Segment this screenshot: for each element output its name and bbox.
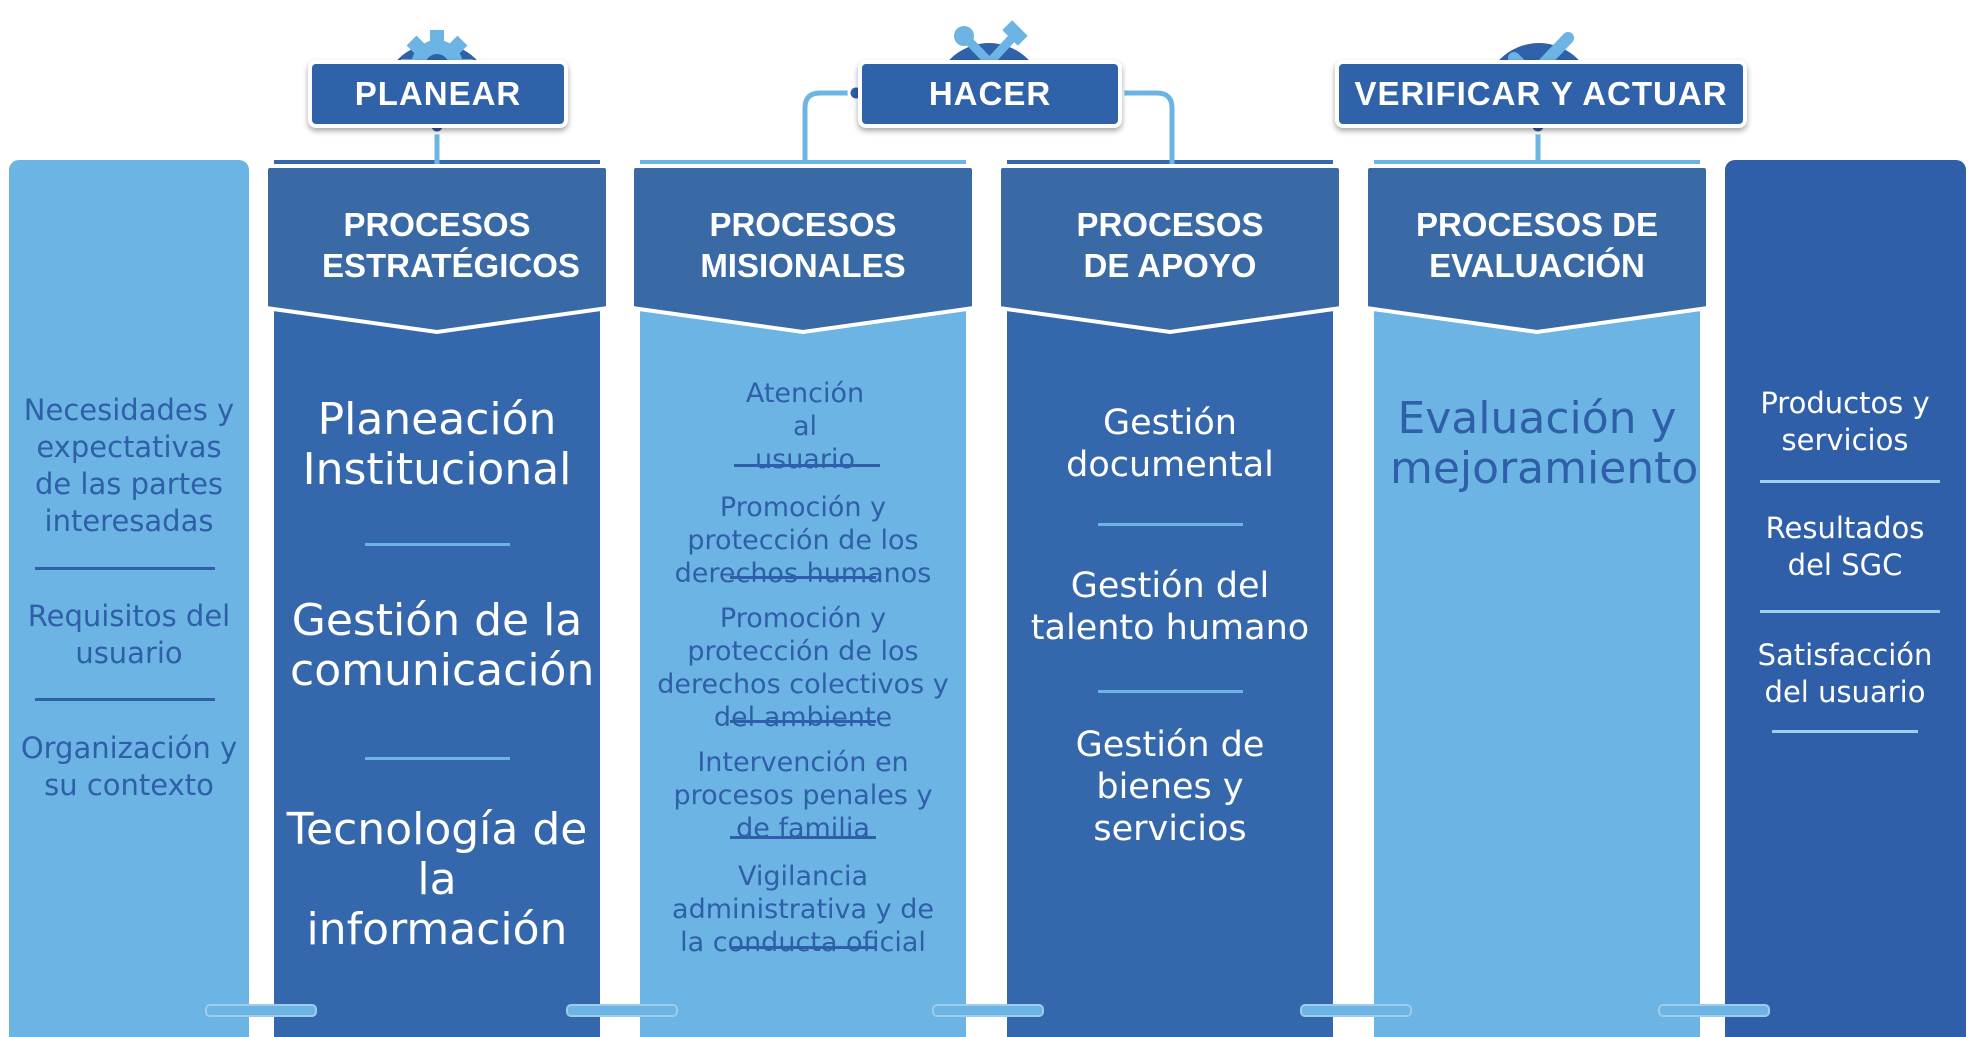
header-evaluacion: PROCESOS DE EVALUACIÓN bbox=[1362, 162, 1712, 338]
divider bbox=[365, 757, 510, 760]
output-item: Resultados del SGC bbox=[1765, 511, 1925, 582]
process-item: Planeación Institucional bbox=[302, 394, 572, 495]
process-item: Gestión documental bbox=[1066, 403, 1274, 485]
process-item: Promoción y protección de los derechos h… bbox=[674, 492, 932, 589]
divider bbox=[35, 698, 215, 701]
process-item: Tecnología de la información bbox=[286, 804, 588, 955]
bottom-connector bbox=[566, 1004, 678, 1017]
header-misionales: PROCESOS MISIONALES bbox=[628, 162, 978, 338]
bottom-connector bbox=[1658, 1004, 1770, 1017]
divider bbox=[734, 464, 880, 467]
process-item: Gestión del talento humano bbox=[1030, 566, 1310, 648]
divider bbox=[730, 576, 876, 579]
input-item: Necesidades y expectativas de las partes… bbox=[23, 393, 235, 538]
output-item: Satisfacción del usuario bbox=[1757, 638, 1933, 709]
input-item: Requisitos del usuario bbox=[27, 599, 231, 670]
process-item: Gestión de la comunicación bbox=[290, 595, 595, 696]
phase-verificar: VERIFICAR Y ACTUAR bbox=[1335, 60, 1747, 128]
process-item: Gestión de bienes y servicios bbox=[1075, 725, 1265, 849]
divider bbox=[1098, 690, 1243, 693]
divider bbox=[35, 567, 215, 570]
output-item: Productos y servicios bbox=[1760, 386, 1930, 457]
header-estrategicos-title: PROCESOS ESTRATÉGICOS bbox=[322, 206, 580, 284]
process-item: Intervención en procesos penales y de fa… bbox=[673, 747, 933, 844]
bottom-connector bbox=[205, 1004, 317, 1017]
outputs-column bbox=[1725, 160, 1966, 1037]
bottom-connector bbox=[932, 1004, 1044, 1017]
process-item: Vigilancia administrativa y de la conduc… bbox=[672, 861, 934, 958]
divider bbox=[1772, 730, 1918, 733]
header-estrategicos: PROCESOS ESTRATÉGICOS bbox=[262, 162, 612, 338]
header-apoyo-title: PROCESOS DE APOYO bbox=[1076, 206, 1264, 284]
phase-planear: PLANEAR bbox=[308, 60, 568, 128]
divider bbox=[1760, 610, 1940, 613]
divider bbox=[1760, 480, 1940, 483]
divider bbox=[730, 836, 876, 839]
divider bbox=[365, 543, 510, 546]
header-evaluacion-title: PROCESOS DE EVALUACIÓN bbox=[1415, 206, 1659, 284]
header-apoyo: PROCESOS DE APOYO bbox=[995, 162, 1345, 338]
process-item: Atención al usuario bbox=[745, 378, 865, 475]
divider bbox=[730, 720, 876, 723]
process-item: Evaluación y mejoramiento bbox=[1390, 393, 1699, 494]
bottom-connector bbox=[1300, 1004, 1412, 1017]
header-misionales-title: PROCESOS MISIONALES bbox=[700, 206, 906, 284]
divider bbox=[730, 946, 876, 949]
inputs-column bbox=[9, 160, 249, 1037]
phase-hacer: HACER bbox=[858, 60, 1122, 128]
process-item: Promoción y protección de los derechos c… bbox=[657, 603, 949, 733]
divider bbox=[1098, 523, 1243, 526]
input-item: Organización y su contexto bbox=[20, 731, 238, 802]
